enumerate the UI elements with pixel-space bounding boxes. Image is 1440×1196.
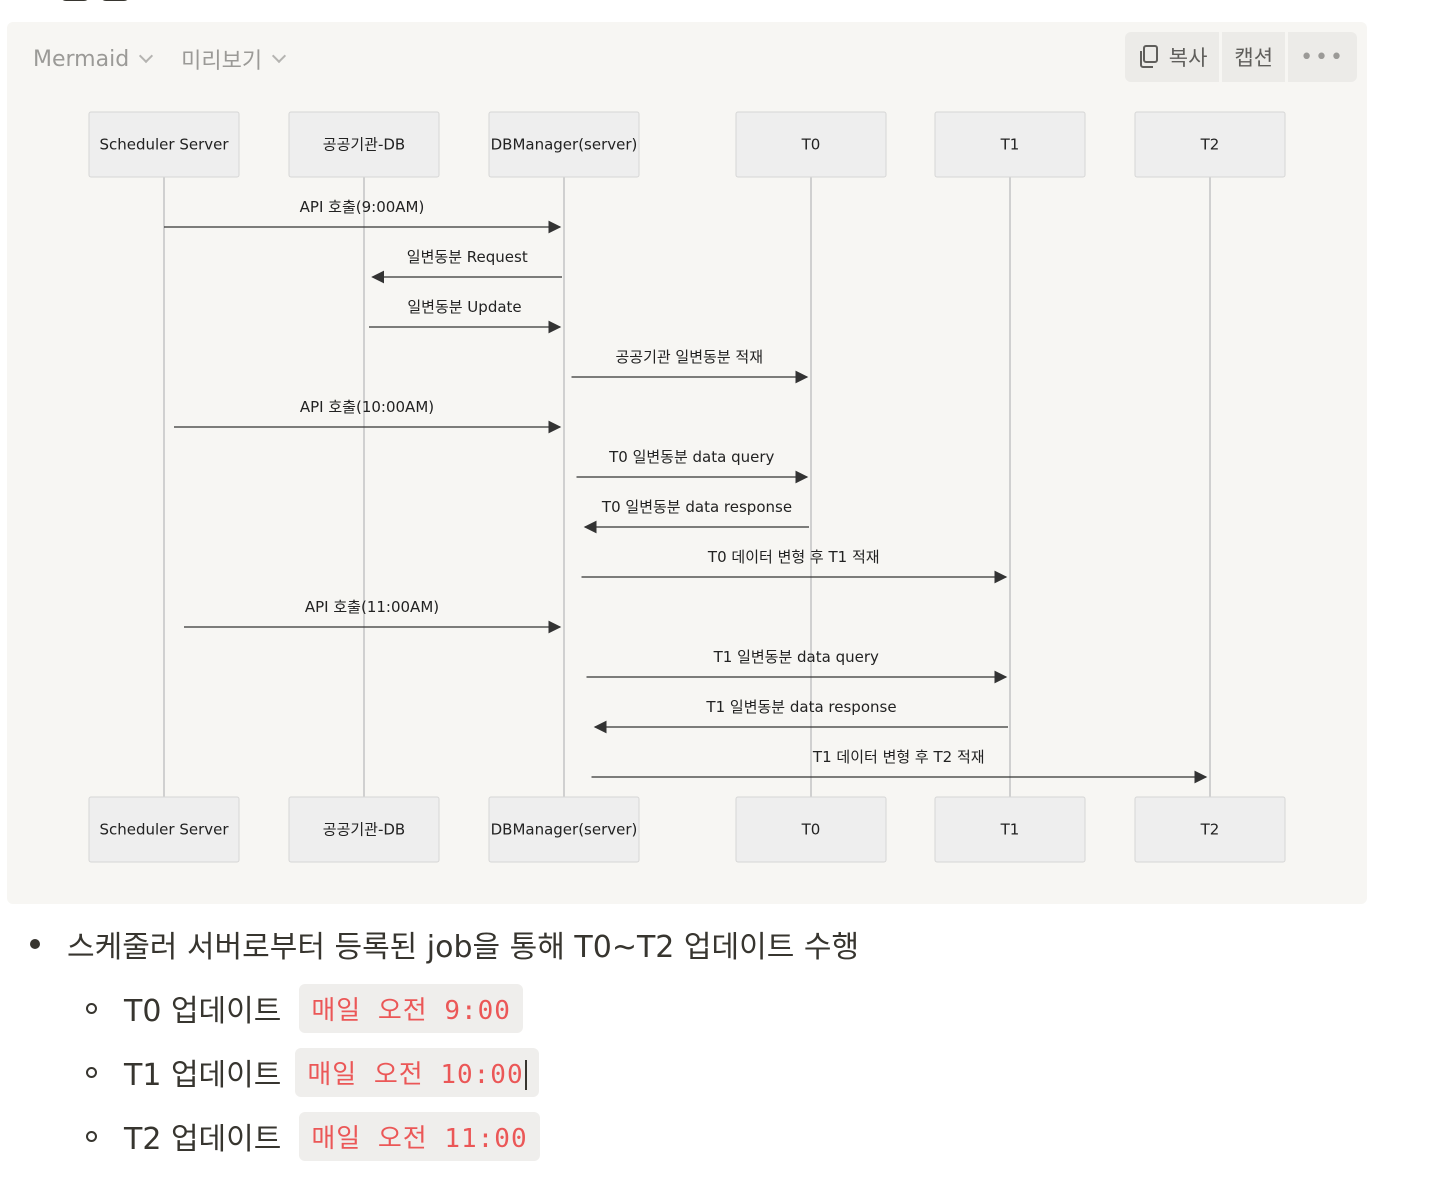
text-caret: [524, 1060, 527, 1090]
message-label: T1 일변동분 data query: [713, 648, 879, 666]
sub-bullet-label[interactable]: T0 업데이트: [124, 994, 282, 1029]
bullet-main-text[interactable]: 스케줄러 서버로부터 등록된 job을 통해 T0~T2 업데이트 수행: [67, 930, 860, 965]
sub-bullet-item: T2 업데이트 매일 오전 11:00: [86, 1111, 540, 1161]
copy-label: 복사: [1168, 46, 1208, 70]
participant-label: T2: [1200, 136, 1220, 154]
code-block-toolbar: Mermaid 미리보기: [33, 42, 287, 76]
message-label: 공공기관 일변동분 적재: [615, 348, 763, 366]
participant-label: T1: [1000, 136, 1020, 154]
view-mode-dropdown[interactable]: 미리보기: [181, 43, 287, 75]
participant-box-top: [934, 111, 1086, 178]
participant-label: 공공기관-DB: [323, 136, 405, 154]
message-label: T0 데이터 변형 후 T1 적재: [707, 548, 880, 566]
participant-label: T2: [1200, 821, 1220, 839]
participant-box-bottom: [934, 796, 1086, 863]
inline-code[interactable]: 매일 오전 10:00: [295, 1047, 539, 1097]
participant-label: T0: [801, 136, 821, 154]
message-label: API 호출(10:00AM): [300, 398, 434, 416]
participant-label: DBManager(server): [491, 821, 638, 839]
more-options-button[interactable]: •••: [1285, 32, 1357, 82]
participant-box-bottom: [735, 796, 887, 863]
message-label: T1 일변동분 data response: [705, 698, 896, 716]
code-block-actions: 복사 캡션 •••: [1124, 32, 1357, 82]
participant-label: DBManager(server): [491, 136, 638, 154]
message-label: API 호출(11:00AM): [305, 598, 439, 616]
participant-box-top: [488, 111, 640, 178]
participant-box-bottom: [1134, 796, 1286, 863]
participant-box-top: [88, 111, 240, 178]
message-label: T0 일변동분 data response: [601, 498, 792, 516]
caption-button[interactable]: 캡션: [1219, 32, 1285, 82]
participant-box-bottom: [488, 796, 640, 863]
sub-bullet-ring-icon: [86, 1002, 97, 1014]
sub-bullet-item: T1 업데이트 매일 오전 10:00: [86, 1047, 539, 1097]
sub-bullet-item: T0 업데이트 매일 오전 9:00: [86, 983, 523, 1033]
language-dropdown[interactable]: Mermaid: [33, 46, 154, 72]
message-label: T0 일변동분 data query: [608, 448, 774, 466]
participant-box-bottom: [288, 796, 440, 863]
bullet-item-main: 스케줄러 서버로부터 등록된 job을 통해 T0~T2 업데이트 수행: [30, 920, 859, 968]
sub-bullet-ring-icon: [86, 1130, 97, 1142]
message-label: T1 데이터 변형 후 T2 적재: [812, 748, 985, 766]
heading-overflow: [60, 0, 180, 2]
inline-code[interactable]: 매일 오전 9:00: [299, 983, 523, 1033]
participant-box-top: [735, 111, 887, 178]
participant-box-top: [288, 111, 440, 178]
view-mode-label: 미리보기: [181, 49, 263, 74]
participant-label: T0: [801, 821, 821, 839]
sub-bullet-label[interactable]: T2 업데이트: [124, 1122, 282, 1157]
caption-label: 캡션: [1234, 46, 1274, 70]
sub-bullet-label[interactable]: T1 업데이트: [124, 1058, 282, 1093]
bullet-dot-icon: [30, 939, 40, 949]
inline-code-text: 매일 오전 10:00: [307, 1059, 524, 1090]
participant-label: T1: [1000, 821, 1020, 839]
more-icon: •••: [1300, 44, 1345, 70]
participant-label: Scheduler Server: [99, 136, 229, 154]
participant-box-top: [1134, 111, 1286, 178]
participant-box-bottom: [88, 796, 240, 863]
participant-label: Scheduler Server: [99, 821, 229, 839]
language-label: Mermaid: [33, 46, 130, 72]
participant-label: 공공기관-DB: [323, 821, 405, 839]
message-label: 일변동분 Update: [407, 298, 521, 316]
message-label: API 호출(9:00AM): [300, 198, 425, 216]
inline-code[interactable]: 매일 오전 11:00: [299, 1111, 540, 1161]
copy-button[interactable]: 복사: [1125, 32, 1220, 82]
copy-icon: [1139, 45, 1158, 68]
sub-bullet-ring-icon: [86, 1066, 97, 1078]
message-label: 일변동분 Request: [407, 248, 528, 266]
